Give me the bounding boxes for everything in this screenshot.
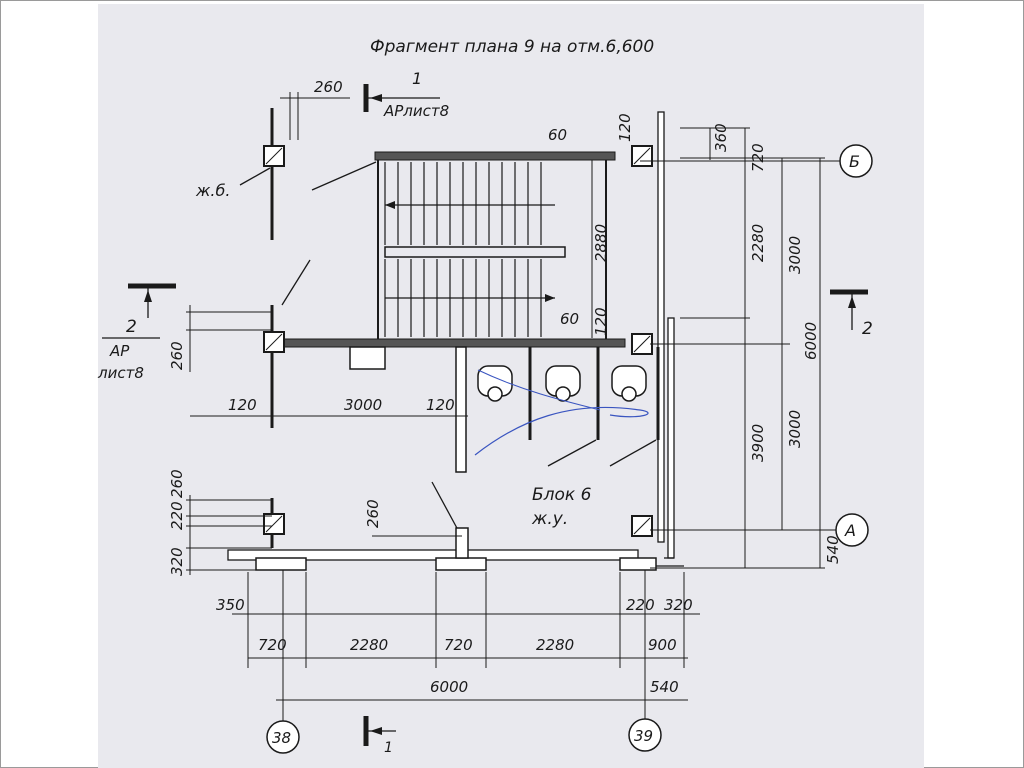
dim-c540: 540 <box>650 678 679 696</box>
section-2-right-number: 2 <box>862 319 873 339</box>
dim-b220: 220 <box>626 596 655 614</box>
pen-scribble <box>474 406 649 456</box>
dim-row-3000: 3000 <box>344 396 382 414</box>
dim-120-top: 120 <box>616 113 634 142</box>
dim-lower-260: 260 <box>168 469 186 498</box>
column-hatch <box>265 147 651 535</box>
lower-left-dims <box>186 495 272 575</box>
toilet-icon <box>477 365 647 402</box>
block-type-label: ж.у. <box>531 509 568 529</box>
arrow-head-icon <box>385 201 395 209</box>
pen-scribble <box>477 369 601 411</box>
dim-120-mid: 120 <box>592 307 610 336</box>
dim-top-260: 260 <box>314 78 343 96</box>
dim-60-mid: 60 <box>560 310 579 328</box>
toilet-partition-left <box>455 346 467 473</box>
door-swing-3 <box>431 481 459 531</box>
bottom-ext-lines <box>247 572 685 668</box>
section-2-number: 2 <box>126 317 137 337</box>
block-label: Блок 6 <box>532 485 592 505</box>
dim-c720b: 720 <box>444 636 473 654</box>
top-stair-wall <box>374 151 616 161</box>
plan-title: Фрагмент плана 9 на отм.6,600 <box>370 37 654 57</box>
dim-2880: 2880 <box>592 224 610 262</box>
dim-c900: 900 <box>648 636 677 654</box>
dim-6000-right: 6000 <box>802 322 820 360</box>
axis-38-label: 38 <box>272 729 291 747</box>
dim-c720a: 720 <box>258 636 287 654</box>
door-swing-1 <box>547 439 597 467</box>
dim-b350: 350 <box>216 596 245 614</box>
arrow-head-icon <box>370 94 382 102</box>
dim-row-120a: 120 <box>228 396 257 414</box>
stair-treads-upper <box>384 162 542 245</box>
dim-lower-220: 220 <box>168 501 186 530</box>
axis-b-label: Б <box>849 152 860 171</box>
dim-2280-right: 2280 <box>749 224 767 262</box>
arrow-head-icon <box>848 296 856 308</box>
arrow-head-icon <box>545 294 555 302</box>
dim-row-120b: 120 <box>426 396 455 414</box>
dim-b320: 320 <box>664 596 693 614</box>
footings <box>255 527 657 571</box>
duct-box <box>349 346 386 370</box>
dim-60-top: 60 <box>548 126 567 144</box>
right-facade-wall <box>657 111 665 543</box>
arrow-head-icon <box>144 290 152 302</box>
section-1-bottom-number: 1 <box>384 740 393 756</box>
dim-360: 360 <box>712 123 730 152</box>
dim-lower-320: 320 <box>168 547 186 576</box>
section-1-ref: АРлист8 <box>383 102 449 120</box>
dim-c2280a: 2280 <box>350 636 388 654</box>
right-outer-wall <box>667 317 675 559</box>
section-2-ref-line1: АР <box>109 342 130 360</box>
dim-left-260: 260 <box>168 341 186 370</box>
door-swing-2 <box>609 439 657 467</box>
dim-3900: 3900 <box>749 424 767 462</box>
dim-540-right: 540 <box>824 535 842 564</box>
stair-landing-rail <box>384 246 566 258</box>
dim-mid-260: 260 <box>364 499 382 528</box>
arrow-head-icon <box>370 727 382 735</box>
middle-wall <box>279 338 626 348</box>
dim-3000-lower: 3000 <box>786 410 804 448</box>
dim-c2280b: 2280 <box>536 636 574 654</box>
axis-a-label: А <box>844 521 856 540</box>
dim-720-right: 720 <box>749 143 767 172</box>
dim-3000-upper: 3000 <box>786 236 804 274</box>
dim-total-6000: 6000 <box>430 678 468 696</box>
jb-label: ж.б. <box>195 181 230 200</box>
section-2-ref-line2: лист8 <box>97 364 144 382</box>
right-dimension-lines <box>650 127 825 569</box>
axis-39-label: 39 <box>634 727 653 745</box>
section-1-number: 1 <box>412 69 422 88</box>
bottom-wall <box>227 549 639 561</box>
